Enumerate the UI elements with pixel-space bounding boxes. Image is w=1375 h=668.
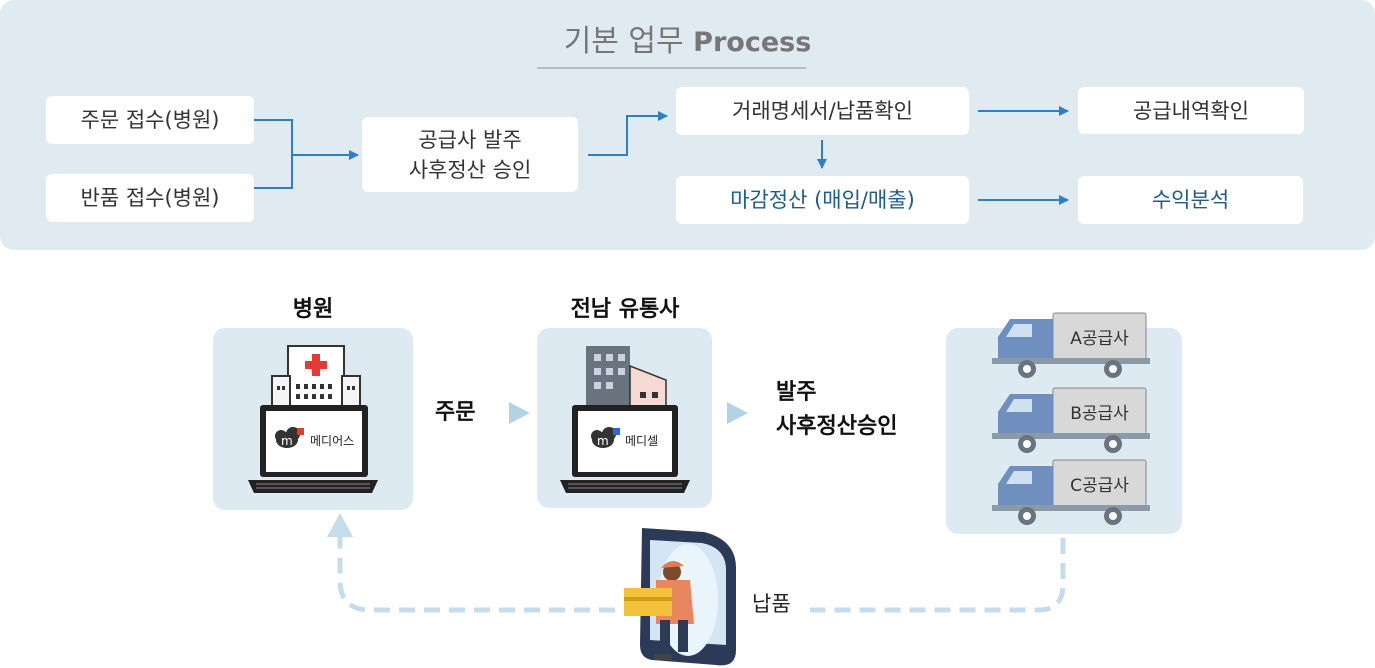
po-label-line1: 발주 xyxy=(776,380,817,405)
hospital-label: 병원 xyxy=(292,297,334,322)
process-title: 기본 업무 Process xyxy=(0,16,1375,60)
order-receipt-box: 주문 접수(병원) xyxy=(46,96,254,144)
svg-text:m: m xyxy=(597,434,609,448)
distributor-app-name: 메디셀 xyxy=(625,434,659,448)
profit-analysis-box: 수익분석 xyxy=(1078,176,1303,224)
truck-b xyxy=(992,387,1150,453)
process-title-ko: 기본 업무 xyxy=(563,24,684,59)
delivery-label: 납품 xyxy=(752,592,791,616)
arrow-to-statement xyxy=(588,111,668,156)
closing-settlement-box: 마감정산 (매입/매출) xyxy=(676,176,969,224)
hospital-app-name: 메디어스 xyxy=(310,434,355,448)
post-settlement-text: 사후정산 승인 xyxy=(408,157,532,182)
distributor-label: 전남 유통사 xyxy=(570,297,680,322)
supplier-c-label: C공급사 xyxy=(1070,476,1129,496)
delivery-arrow-up xyxy=(327,513,353,537)
order-triangle xyxy=(509,402,530,424)
statement-check-box: 거래명세서/납품확인 xyxy=(676,87,969,135)
po-triangle xyxy=(727,402,748,424)
supplier-a-label: A공급사 xyxy=(1070,329,1129,349)
truck-a xyxy=(992,312,1150,378)
order-label: 주문 xyxy=(435,400,476,425)
truck-c xyxy=(992,459,1150,525)
process-title-en: Process xyxy=(693,27,812,58)
title-underline xyxy=(537,67,806,69)
svg-text:m: m xyxy=(281,434,293,448)
supply-history-box: 공급내역확인 xyxy=(1078,87,1304,134)
supplier-order-box: 공급사 발주 사후정산 승인 xyxy=(362,117,578,192)
po-label-line2: 사후정산승인 xyxy=(776,414,898,439)
supplier-b-label: B공급사 xyxy=(1070,404,1129,424)
po-label: 발주 사후정산승인 xyxy=(776,376,897,444)
supplier-order-text: 공급사 발주 xyxy=(418,127,522,152)
return-receipt-box: 반품 접수(병원) xyxy=(46,174,254,222)
delivery-dash-right xyxy=(810,538,1066,613)
